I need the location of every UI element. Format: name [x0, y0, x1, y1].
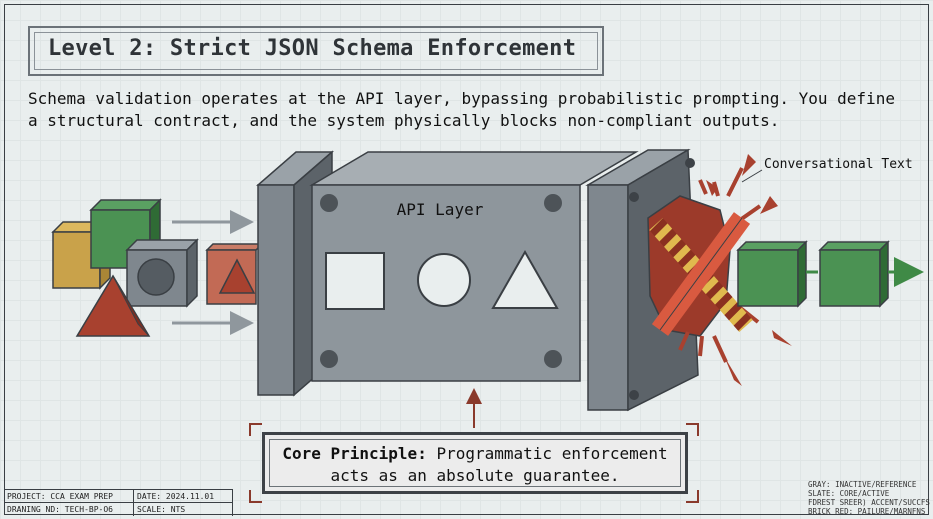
input-slate-circle-cube: [125, 238, 199, 308]
legend-item: BRICK RED: PAILURE/MARNFNS: [808, 507, 926, 516]
date-cell: DATE: 2024.11.01: [134, 490, 232, 503]
output-green-cube-2: [818, 240, 890, 308]
title-frame: [28, 26, 604, 76]
output-green-cube-1: [736, 240, 808, 308]
legend-item: SLATE: CORE/ACTIVE: [808, 489, 890, 498]
drawing-number-cell: DRANING ND: TECH-BP-O6: [4, 503, 134, 516]
core-principle-label: Core Principle:: [282, 444, 427, 463]
page-title: Level 2: Strict JSON Schema Enforcement: [48, 36, 577, 61]
core-principle-text: Core Principle: Programmatic enforcement…: [265, 443, 685, 487]
rejected-output: [647, 154, 792, 386]
sheet-border: [4, 4, 929, 515]
scale-cell: SCALE: NTS: [137, 505, 186, 514]
project-cell: PROJECT: CCA EXAM PREP: [4, 490, 134, 503]
api-layer-block: [255, 148, 699, 412]
color-legend: GRAY: INACTIVE/REFERENCE SLATE: CORE/ACT…: [808, 480, 930, 516]
rejected-label: Conversational Text: [764, 157, 913, 172]
api-layer-label: API Layer: [397, 200, 484, 219]
input-red-pyramid: [75, 274, 151, 337]
title-block: PROJECT: CCA EXAM PREP DATE: 2024.11.01 …: [4, 489, 233, 516]
core-principle-line2: acts as an absolute guarantee.: [330, 466, 620, 485]
rejected-leader: [741, 169, 763, 183]
core-principle-box: Core Principle: Programmatic enforcement…: [262, 432, 688, 494]
core-brackets: [249, 423, 699, 503]
core-principle-line1: Programmatic enforcement: [426, 444, 668, 463]
input-triangle-cube: [205, 243, 264, 305]
description: Schema validation operates at the API la…: [28, 89, 895, 130]
legend-item: GRAY: INACTIVE/REFERENCE: [808, 480, 917, 489]
legend-item: FDREST SREER) ACCENT/SUCCFS: [808, 498, 930, 507]
